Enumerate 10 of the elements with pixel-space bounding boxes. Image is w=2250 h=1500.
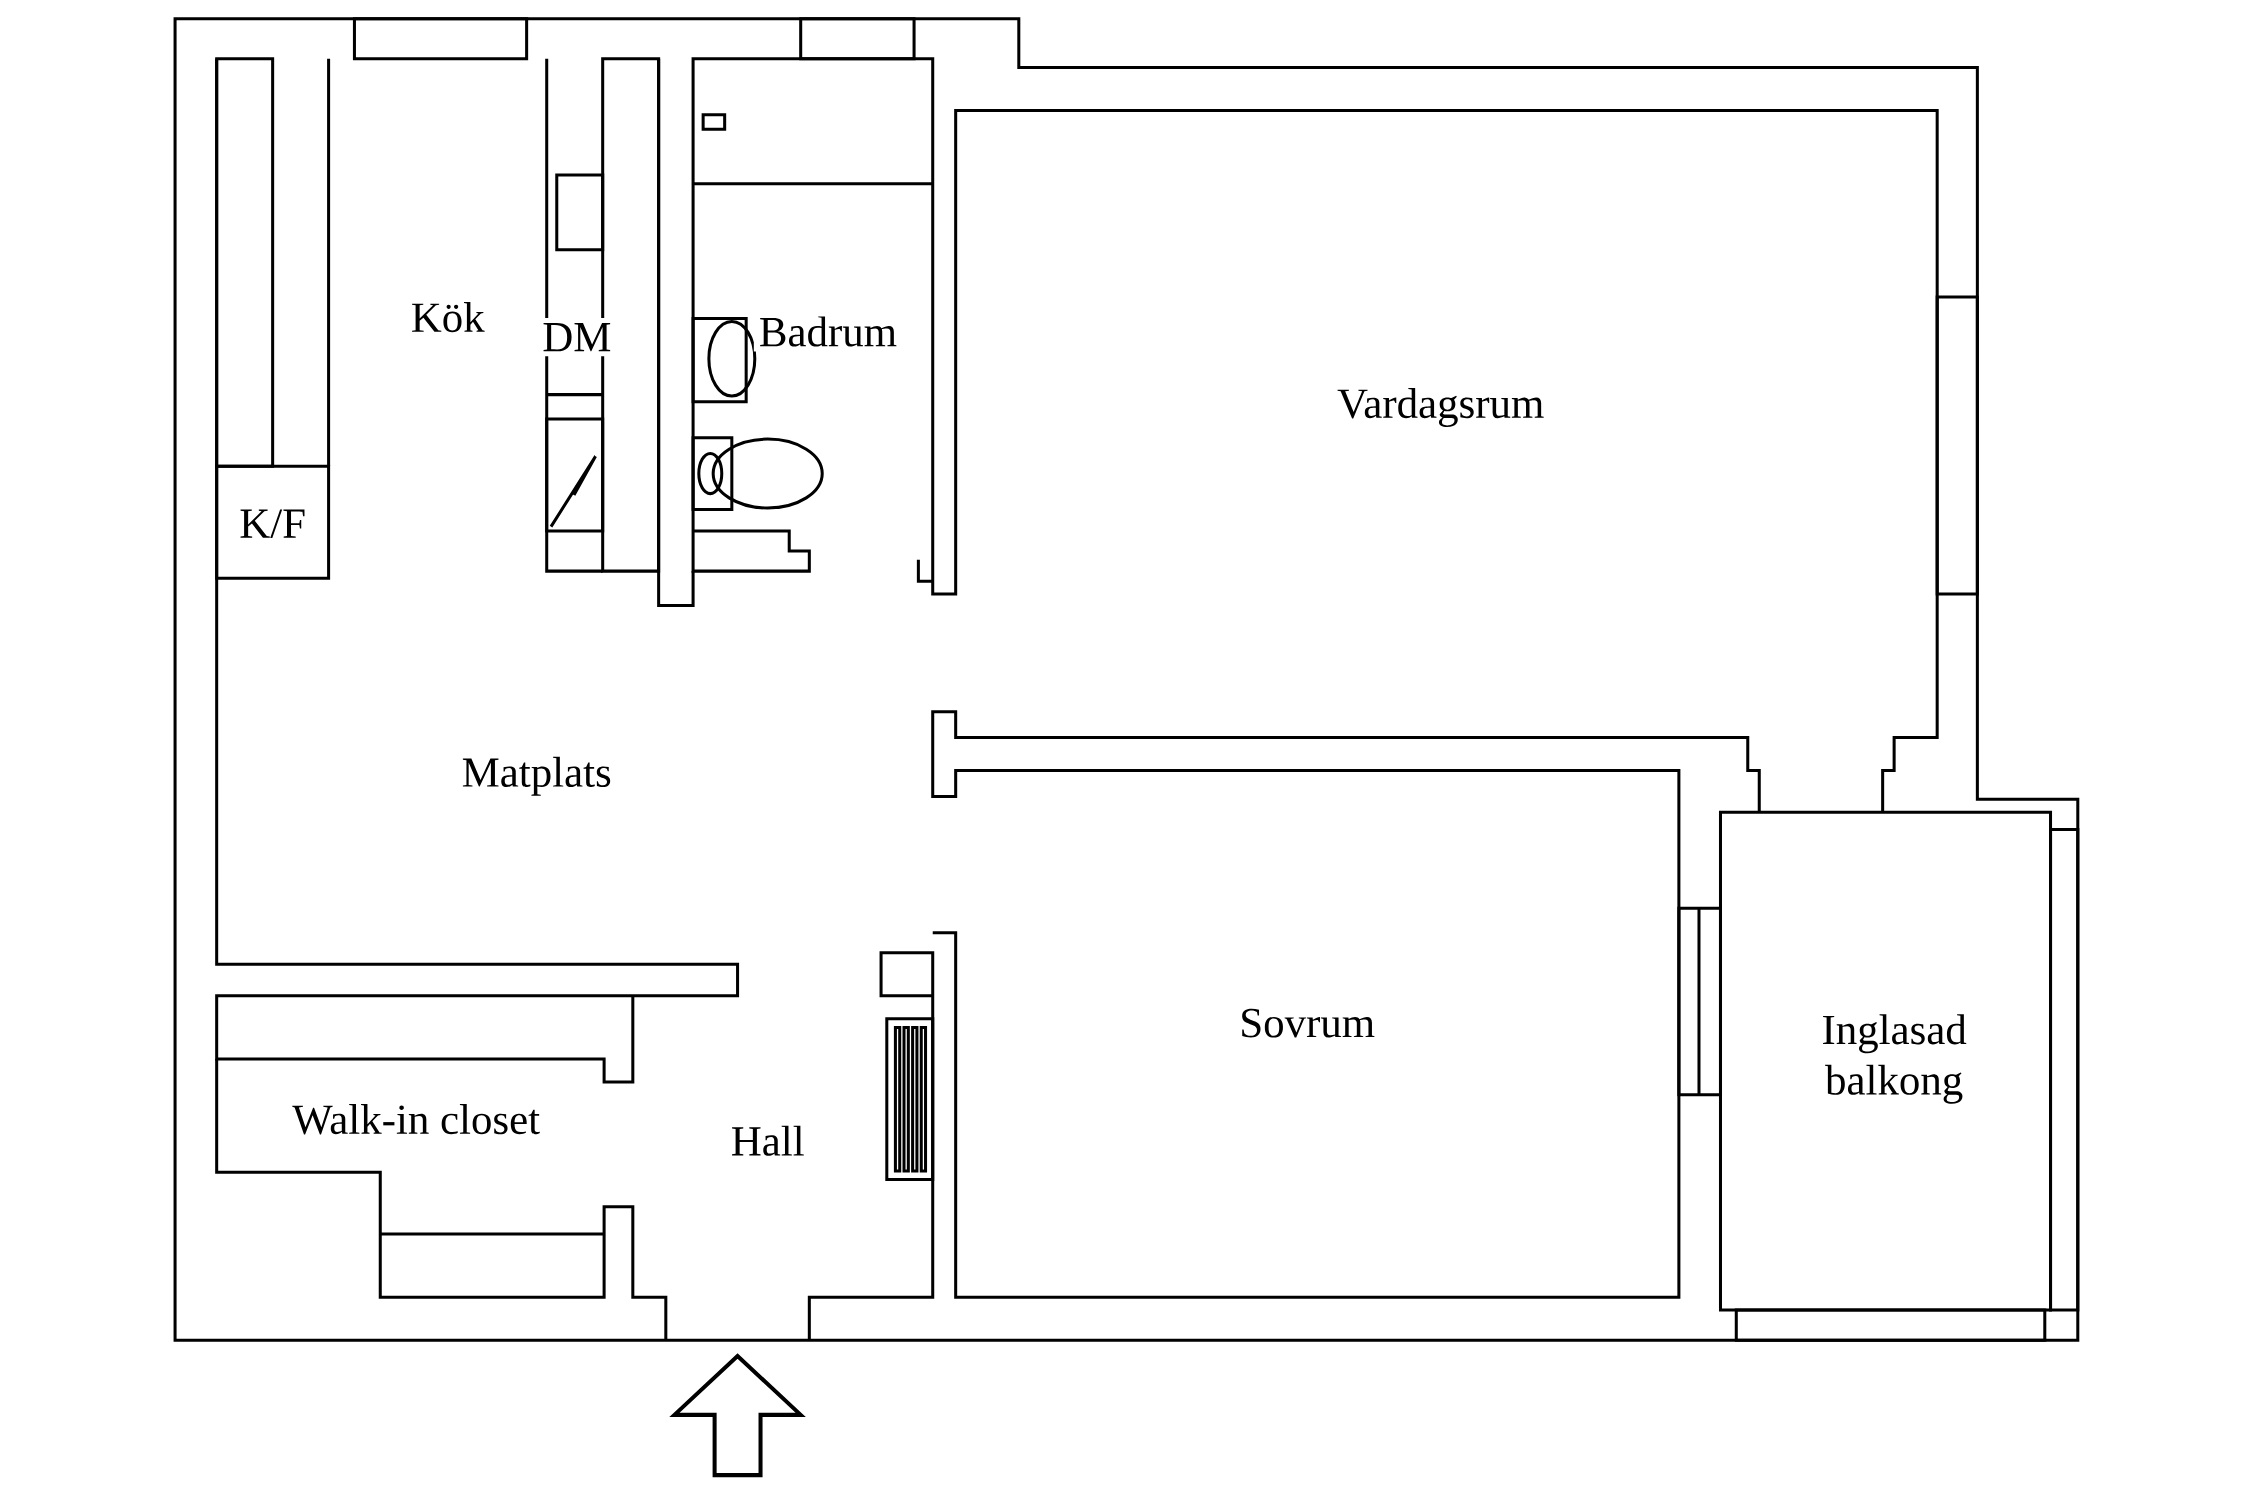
room-label: Vardagsrum (1332, 383, 1550, 433)
room-label: Hall (725, 1120, 810, 1162)
room-label: Inglasad balkong (1823, 1014, 1967, 1104)
room-label: Matplats (456, 752, 617, 802)
room-label: Badrum (753, 311, 903, 352)
room-label: DM (537, 318, 617, 357)
room-label: Walk-in closet (287, 1099, 546, 1140)
room-label: Sovrum (1234, 1003, 1381, 1043)
room-label: K/F (234, 504, 312, 544)
room-label: Kök (405, 297, 490, 338)
